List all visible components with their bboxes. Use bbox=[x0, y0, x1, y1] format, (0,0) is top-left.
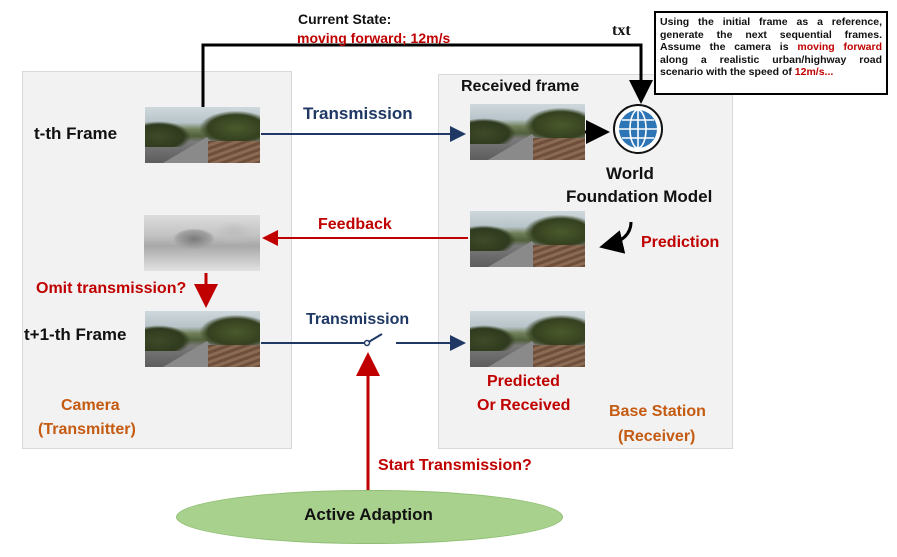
base-station-name-line1: Base Station bbox=[609, 403, 706, 420]
base-station-name-line2: (Receiver) bbox=[618, 428, 696, 445]
feedback-label: Feedback bbox=[318, 216, 392, 233]
prompt-text: Using the initial frame as a reference, … bbox=[660, 16, 882, 53]
received-frame-label: Received frame bbox=[461, 78, 580, 95]
globe-icon bbox=[612, 103, 664, 155]
transmission-bottom-label: Transmission bbox=[306, 311, 410, 328]
active-adaption-ellipse bbox=[176, 490, 563, 544]
t1-frame-image bbox=[145, 311, 260, 367]
predicted-label-line1: Predicted bbox=[487, 373, 560, 390]
predicted-or-received-frame-image bbox=[470, 311, 585, 367]
prompt-highlight-speed: 12m/s... bbox=[794, 66, 834, 78]
received-frame-image bbox=[470, 104, 585, 160]
model-name-line1: World bbox=[606, 164, 654, 183]
current-state-label: Current State: bbox=[298, 11, 392, 27]
text-prompt-box: Using the initial frame as a reference, … bbox=[654, 11, 888, 95]
camera-name-line2: (Transmitter) bbox=[38, 421, 136, 438]
predicted-frame-image bbox=[470, 211, 585, 267]
t-frame-label: t-th Frame bbox=[34, 124, 118, 143]
transmission-top-label: Transmission bbox=[303, 104, 413, 123]
prompt-text-middle: along a realistic urban/highway road sce… bbox=[660, 53, 882, 79]
active-adaption-label: Active Adaption bbox=[304, 505, 433, 524]
t-frame-image bbox=[145, 107, 260, 163]
model-name-line2: Foundation Model bbox=[566, 187, 713, 206]
start-transmission-label: Start Transmission? bbox=[378, 457, 532, 474]
current-state-value: moving forward; 12m/s bbox=[297, 30, 451, 46]
camera-name-line1: Camera bbox=[61, 397, 120, 414]
txt-label: txt bbox=[612, 22, 631, 39]
t1-frame-label: t+1-th Frame bbox=[24, 325, 127, 344]
predicted-label-line2: Or Received bbox=[477, 397, 571, 414]
omit-transmission-label: Omit transmission? bbox=[36, 280, 187, 297]
depth-map-image bbox=[144, 215, 260, 271]
prediction-label: Prediction bbox=[641, 234, 720, 251]
prompt-highlight-motion: moving forward bbox=[797, 41, 882, 53]
